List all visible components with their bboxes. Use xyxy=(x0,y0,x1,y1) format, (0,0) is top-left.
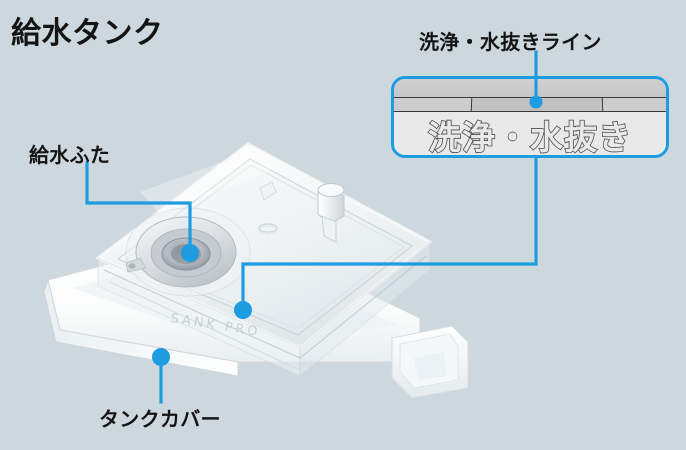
water-lid-cap-shape xyxy=(125,207,251,297)
detail-body xyxy=(394,112,666,155)
detail-band-top xyxy=(394,79,666,97)
rinse-drain-line-detail-panel: 洗浄・水抜き xyxy=(391,76,669,158)
callout-label-tank-cover: タンクカバー xyxy=(99,407,221,431)
water-tank-illustration: SANK PRO xyxy=(43,142,469,399)
callout-label-water-lid: 給水ふた xyxy=(29,143,111,167)
page-title: 給水タンク xyxy=(11,16,164,51)
callout-label-rinse-drain-line: 洗浄・水抜きライン xyxy=(419,30,602,54)
detail-level-marker xyxy=(470,98,604,112)
detail-level-strip xyxy=(394,97,666,112)
rinse-drain-marking-text: 洗浄・水抜き xyxy=(427,117,632,157)
water-tank-photo: SANK PRO xyxy=(0,130,470,400)
